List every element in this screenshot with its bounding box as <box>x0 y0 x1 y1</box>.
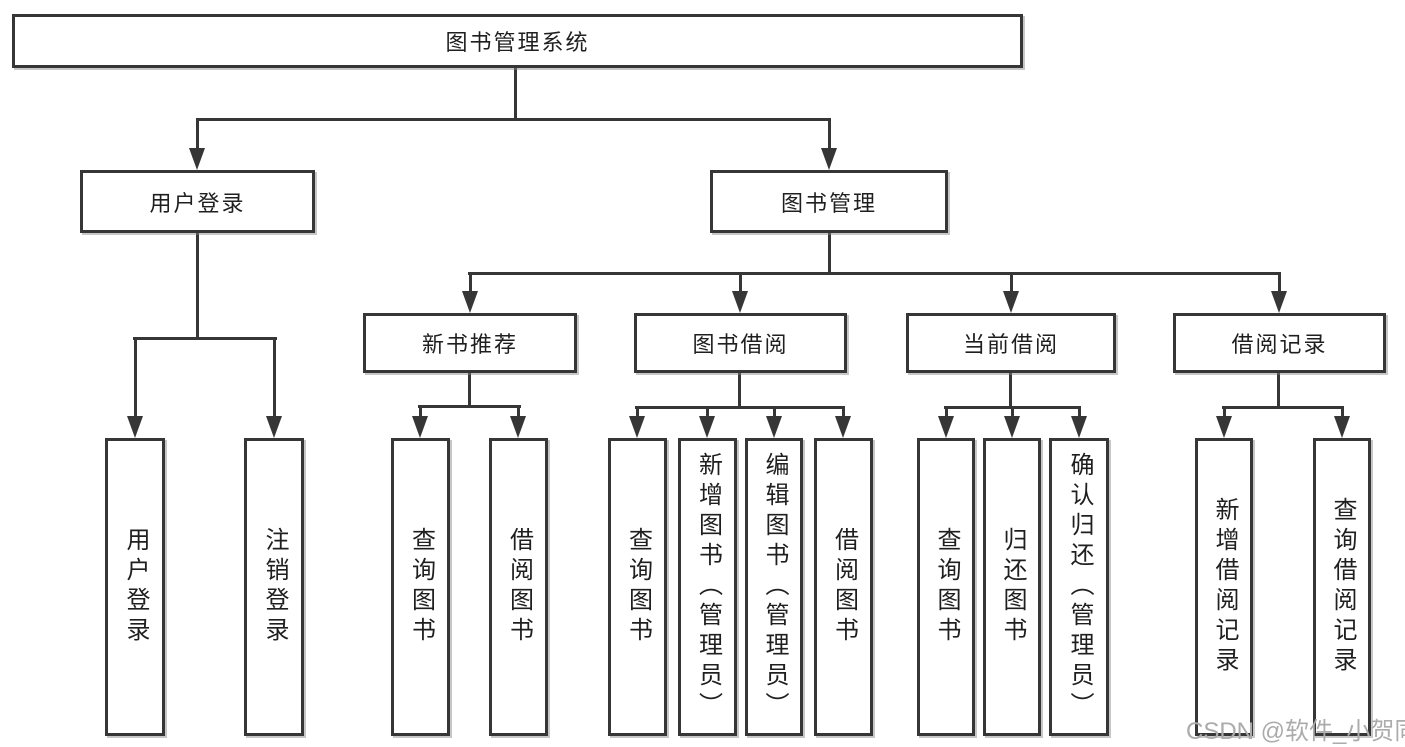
node-leaf-edit-book-admin: 编辑图书（管理员） <box>745 438 803 736</box>
connector-arrow-shaft <box>828 118 831 150</box>
node-leaf-borrow-book-borrow: 借阅图书 <box>814 438 873 736</box>
arrow-down-icon <box>766 416 782 438</box>
arrow-down-icon <box>1003 291 1019 313</box>
node-leaf-logout: 注销登录 <box>244 438 304 736</box>
arrow-down-icon <box>699 416 715 438</box>
node-book-borrow: 图书借阅 <box>634 313 847 373</box>
node-leaf-confirm-return-admin-label: 确认归还（管理员） <box>1066 452 1093 722</box>
connector-arrow-shaft <box>134 337 137 418</box>
arrow-down-icon <box>462 291 478 313</box>
arrow-down-icon <box>1071 416 1087 438</box>
arrow-down-icon <box>412 416 428 438</box>
connector-line-vertical <box>468 373 471 408</box>
node-leaf-borrow-book-rec-label: 借阅图书 <box>505 527 533 647</box>
node-current-borrow: 当前借阅 <box>906 313 1116 373</box>
connector-line-horizontal <box>468 272 1280 275</box>
node-book-borrow-label: 图书借阅 <box>692 332 789 357</box>
node-leaf-query-book-borrow: 查询图书 <box>608 438 667 736</box>
connector-line-horizontal <box>196 118 830 121</box>
node-root: 图书管理系统 <box>12 14 1023 68</box>
node-leaf-add-borrow-record: 新增借阅记录 <box>1195 438 1253 736</box>
arrow-down-icon <box>821 148 837 170</box>
arrow-down-icon <box>732 291 748 313</box>
node-leaf-query-borrow-record-label: 查询借阅记录 <box>1329 497 1356 677</box>
connector-arrow-shaft <box>419 405 422 418</box>
node-leaf-edit-book-admin-label: 编辑图书（管理员） <box>761 452 788 722</box>
connector-line-vertical <box>738 373 741 409</box>
arrow-down-icon <box>510 416 526 438</box>
node-root-label: 图书管理系统 <box>445 30 590 55</box>
connector-arrow-shaft <box>636 406 639 418</box>
node-leaf-query-book-current: 查询图书 <box>917 438 975 736</box>
node-leaf-borrow-book-borrow-label: 借阅图书 <box>830 527 858 647</box>
connector-arrow-shaft <box>1011 406 1014 418</box>
connector-line-horizontal <box>1222 406 1344 409</box>
connector-line-vertical <box>514 68 517 120</box>
arrow-down-icon <box>1271 291 1287 313</box>
node-leaf-query-book-borrow-label: 查询图书 <box>624 527 652 647</box>
connector-arrow-shaft <box>739 272 742 293</box>
connector-line-vertical <box>196 233 199 339</box>
arrow-down-icon <box>938 416 954 438</box>
node-user-login-label: 用户登录 <box>149 190 246 216</box>
connector-arrow-shaft <box>196 118 199 150</box>
node-leaf-add-borrow-record-label: 新增借阅记录 <box>1211 497 1238 677</box>
connector-arrow-shaft <box>517 405 520 418</box>
node-new-book-rec: 新书推荐 <box>363 313 577 373</box>
node-book-mgmt-label: 图书管理 <box>780 190 877 216</box>
node-leaf-query-book-rec: 查询图书 <box>391 438 450 736</box>
watermark-text: CSDN @软件_小贺同学 <box>1186 718 1405 745</box>
node-borrow-records: 借阅记录 <box>1173 313 1386 373</box>
node-leaf-user-login: 用户登录 <box>105 438 165 736</box>
node-user-login: 用户登录 <box>80 170 315 233</box>
connector-line-vertical <box>1009 373 1012 409</box>
node-leaf-add-book-admin-label: 新增图书（管理员） <box>694 452 722 722</box>
node-leaf-confirm-return-admin: 确认归还（管理员） <box>1049 438 1109 736</box>
connector-arrow-shaft <box>842 406 845 418</box>
connector-arrow-shaft <box>773 406 776 418</box>
connector-arrow-shaft <box>1010 272 1013 293</box>
arrow-down-icon <box>1334 416 1350 438</box>
arrow-down-icon <box>127 416 143 438</box>
arrow-down-icon <box>1216 416 1232 438</box>
connector-line-horizontal <box>133 337 277 340</box>
connector-line-vertical <box>1277 373 1280 409</box>
node-borrow-records-label: 借阅记录 <box>1231 332 1328 357</box>
connector-line-horizontal <box>635 406 845 409</box>
node-current-borrow-label: 当前借阅 <box>962 332 1059 357</box>
connector-arrow-shaft <box>469 272 472 293</box>
connector-arrow-shaft <box>273 337 276 418</box>
arrow-down-icon <box>189 148 205 170</box>
connector-arrow-shaft <box>1223 406 1226 418</box>
arrow-down-icon <box>266 416 282 438</box>
node-leaf-query-book-rec-label: 查询图书 <box>407 527 435 647</box>
node-leaf-logout-label: 注销登录 <box>261 527 288 647</box>
node-leaf-query-borrow-record: 查询借阅记录 <box>1313 438 1371 736</box>
connector-arrow-shaft <box>1278 272 1281 293</box>
connector-arrow-shaft <box>1341 406 1344 418</box>
node-leaf-query-book-current-label: 查询图书 <box>933 527 960 647</box>
node-leaf-return-book-label: 归还图书 <box>999 527 1026 647</box>
connector-arrow-shaft <box>945 406 948 418</box>
connector-line-horizontal <box>418 405 521 408</box>
node-leaf-user-login-label: 用户登录 <box>122 527 149 647</box>
arrow-down-icon <box>835 416 851 438</box>
node-leaf-add-book-admin: 新增图书（管理员） <box>678 438 737 736</box>
arrow-down-icon <box>1004 416 1020 438</box>
node-leaf-return-book: 归还图书 <box>983 438 1041 736</box>
connector-arrow-shaft <box>706 406 709 418</box>
connector-arrow-shaft <box>1078 406 1081 418</box>
arrow-down-icon <box>629 416 645 438</box>
connector-line-vertical <box>828 233 831 274</box>
node-leaf-borrow-book-rec: 借阅图书 <box>489 438 548 736</box>
node-new-book-rec-label: 新书推荐 <box>421 332 518 357</box>
node-book-mgmt: 图书管理 <box>710 170 948 233</box>
